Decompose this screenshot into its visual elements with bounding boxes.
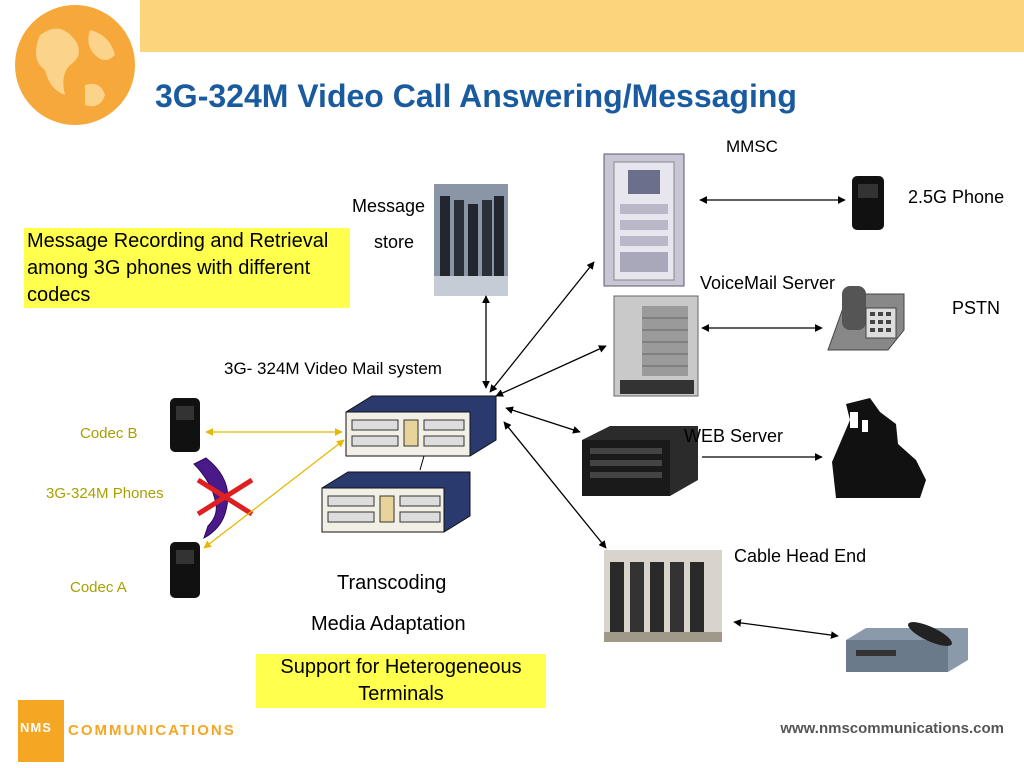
codec-a-phone-icon: [170, 542, 200, 598]
globe-icon: [15, 5, 135, 125]
label-2-5g-phone: 2.5G Phone: [908, 187, 1005, 207]
label-3g-phones: 3G-324M Phones: [46, 485, 164, 502]
cable-head-end-icon: [604, 550, 722, 642]
label-codec-a: Codec A: [70, 579, 127, 596]
arrow-cable-settop: [733, 619, 839, 639]
message-store-icon: [434, 184, 508, 296]
page-title: 3G-324M Video Call Answering/Messaging: [155, 78, 797, 114]
label-store: store: [374, 232, 415, 252]
label-media-adaptation: Media Adaptation: [311, 613, 466, 635]
arrow-system-codec-a: [203, 439, 345, 549]
label-transcoding: Transcoding: [337, 572, 447, 594]
top-banner: [140, 0, 1024, 52]
arrow-system-voicemail: [495, 345, 607, 397]
note-heterogeneous: Support for Heterogeneous Terminals: [256, 654, 546, 708]
label-cable-head-end: Cable Head End: [734, 546, 867, 566]
link-mail-transcoding: [419, 455, 425, 471]
label-web-server: WEB Server: [684, 426, 784, 446]
footer-url[interactable]: www.nmscommunications.com: [780, 720, 1004, 737]
logo-initials: NMS: [20, 720, 52, 735]
label-pstn: PSTN: [952, 298, 1001, 318]
arrow-system-web: [505, 406, 581, 434]
mmsc-server-icon: [603, 153, 685, 287]
voicemail-server-icon: [613, 295, 699, 397]
logo-text: COMMUNICATIONS: [68, 722, 236, 739]
note-message-recording: Message Recording and Retrieval among 3G…: [24, 228, 350, 308]
mobile-phone-icon: [852, 176, 884, 230]
nms-logo-icon: [18, 700, 64, 762]
label-voicemail-server: VoiceMail Server: [700, 273, 836, 293]
label-message: Message: [352, 196, 426, 216]
video-mail-system-icon: [345, 395, 497, 457]
set-top-box-icon: [846, 622, 968, 672]
label-mmsc: MMSC: [726, 137, 778, 156]
arrow-system-cable: [503, 421, 607, 549]
web-server-icon: [582, 426, 698, 496]
transcoding-box-icon: [321, 471, 471, 533]
label-video-mail-system: 3G- 324M Video Mail system: [224, 359, 442, 378]
codec-b-phone-icon: [170, 398, 200, 452]
desk-phone-icon: [827, 286, 905, 351]
fax-printer-icon: [832, 398, 926, 498]
label-codec-b: Codec B: [80, 425, 138, 442]
